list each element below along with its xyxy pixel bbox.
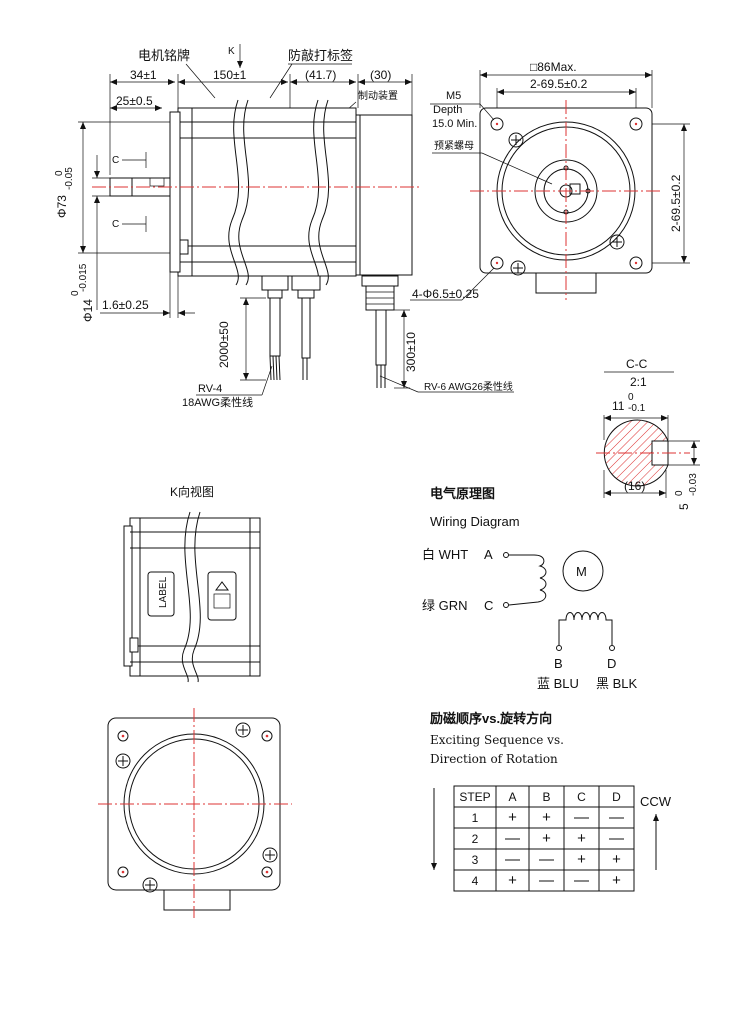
table-cell: — xyxy=(539,872,554,889)
cc-5-tol: 0 xyxy=(674,490,685,496)
table-cell: 2 xyxy=(472,832,479,846)
dim-86-max: □86Max. xyxy=(530,60,577,74)
m5-label: M5 xyxy=(446,90,461,102)
ccw-label: CCW xyxy=(640,794,672,809)
table-cell: + xyxy=(577,851,586,868)
cc-scale: 2:1 xyxy=(630,375,647,389)
wiring-diagram: 电气原理图 Wiring Diagram 白 WHT A 绿 GRN C M B… xyxy=(422,486,638,691)
dim-41-7: (41.7) xyxy=(305,68,336,82)
dim-dia73-tol2: -0.05 xyxy=(64,167,75,190)
table-cell: + xyxy=(612,872,621,889)
table-cell: — xyxy=(609,830,624,847)
dim-34: 34±1 xyxy=(130,68,157,82)
dim-150: 150±1 xyxy=(213,68,247,82)
motor-symbol: M xyxy=(576,564,587,579)
markings-label: 防敲打标签 xyxy=(288,48,353,63)
sequence-title-cn: 励磁顺序vs.旋转方向 xyxy=(430,711,552,726)
dim-dia14-tol2: -0.015 xyxy=(78,263,89,292)
table-cell: 4 xyxy=(472,874,479,888)
dim-2000: 2000±50 xyxy=(217,321,231,368)
dim-dia14: Φ14 xyxy=(81,299,95,322)
table-header-cell: B xyxy=(542,790,550,804)
cc-5: 5 xyxy=(677,503,691,510)
screw-icon xyxy=(609,234,625,250)
table-cell: + xyxy=(508,872,517,889)
cc-5-tol2: -0.03 xyxy=(688,473,699,496)
table-cell: — xyxy=(539,851,554,868)
table-header-cell: C xyxy=(577,790,586,804)
wire-c: C xyxy=(484,598,493,613)
screw-icon xyxy=(510,260,526,276)
screw-icon xyxy=(235,722,251,738)
rear-view xyxy=(98,708,292,918)
table-cell: + xyxy=(542,830,551,847)
wire-d: D xyxy=(607,656,616,671)
table-cell: + xyxy=(612,851,621,868)
wire-blu: 蓝 BLU xyxy=(537,676,579,691)
screw-icon xyxy=(508,132,524,148)
rv4-label: RV-4 xyxy=(198,383,222,395)
side-view: 电机铭牌 K 防敲打标签 34±1 150±1 (41.7) (30) 制动装置… xyxy=(54,44,514,409)
dim-4-holes: 4-Φ6.5±0.25 xyxy=(412,287,479,301)
screw-icon xyxy=(142,877,158,893)
sequence-title-en1: Exciting Sequence vs. xyxy=(430,733,564,747)
table-header-cell: D xyxy=(612,790,621,804)
table-cell: + xyxy=(577,830,586,847)
front-view: □86Max. 2-69.5±0.2 xyxy=(410,60,690,301)
wire-a: A xyxy=(484,547,493,562)
screw-icon xyxy=(262,847,278,863)
dim-300: 300±10 xyxy=(404,332,418,372)
wire-blk: 黑 BLK xyxy=(596,676,638,691)
cc-title: C-C xyxy=(626,357,648,371)
wire-wht: 白 WHT xyxy=(422,547,468,562)
table-cell: — xyxy=(574,872,589,889)
wiring-title-cn: 电气原理图 xyxy=(430,486,495,501)
dim-25: 25±0.5 xyxy=(116,94,153,108)
table-cell: — xyxy=(505,830,520,847)
dim-69-5-top: 2-69.5±0.2 xyxy=(530,77,588,91)
k-view-arrow-label: K xyxy=(228,46,235,57)
depth-value: 15.0 Min. xyxy=(432,118,477,130)
section-c-bottom: C xyxy=(112,219,119,230)
brake-label: 制动装置 xyxy=(358,89,398,102)
screw-icon xyxy=(115,753,131,769)
sequence-table-frame xyxy=(453,785,635,892)
dim-dia73: Φ73 xyxy=(55,195,69,218)
table-header-cell: STEP xyxy=(459,790,490,804)
awg18-label: 18AWG柔性线 xyxy=(182,395,253,409)
dim-dia73-tol: 0 xyxy=(54,170,65,176)
table-header-cell: A xyxy=(508,790,516,804)
sequence-title-en2: Direction of Rotation xyxy=(430,752,558,766)
dim-dia14-tol: 0 xyxy=(70,290,81,296)
cc-11-tol: 0 xyxy=(628,392,634,403)
table-cell: — xyxy=(609,809,624,826)
dim-30: (30) xyxy=(370,68,391,82)
table-cell: + xyxy=(542,809,551,826)
dim-1-6: 1.6±0.25 xyxy=(102,298,149,312)
wire-b: B xyxy=(554,656,563,671)
k-view: K向视图 LABEL xyxy=(123,484,261,683)
section-c-top: C xyxy=(112,155,119,166)
dim-69-5-side: 2-69.5±0.2 xyxy=(669,174,683,232)
rv6-label: RV-6 AWG26柔性线 xyxy=(424,380,513,393)
table-cell: + xyxy=(508,809,517,826)
table-cell: 1 xyxy=(472,811,479,825)
nut-label: 预紧螺母 xyxy=(434,140,474,152)
cc-11: 11 xyxy=(612,399,625,413)
k-view-label: LABEL xyxy=(158,576,169,608)
sequence-table: STEP A B C D 1 + + — — 2 — + + — 3 — — + +4 + — — + xyxy=(453,785,635,892)
cc-11-tol2: -0.1 xyxy=(628,403,646,414)
wiring-title-en: Wiring Diagram xyxy=(430,514,520,529)
cc-16: (16) xyxy=(624,479,645,493)
section-cc: C-C 2:1 11 0 -0.1 (16) 5 0 -0.03 xyxy=(596,357,700,510)
nameplate-label: 电机铭牌 xyxy=(138,48,190,63)
table-cell: — xyxy=(505,851,520,868)
table-cell: 3 xyxy=(472,853,479,867)
sequence-section: 励磁顺序vs.旋转方向 Exciting Sequence vs. Direct… xyxy=(430,711,672,892)
k-view-title: K向视图 xyxy=(170,484,214,499)
depth-label: Depth xyxy=(433,104,462,116)
table-cell: — xyxy=(574,809,589,826)
wire-grn: 绿 GRN xyxy=(422,598,468,613)
